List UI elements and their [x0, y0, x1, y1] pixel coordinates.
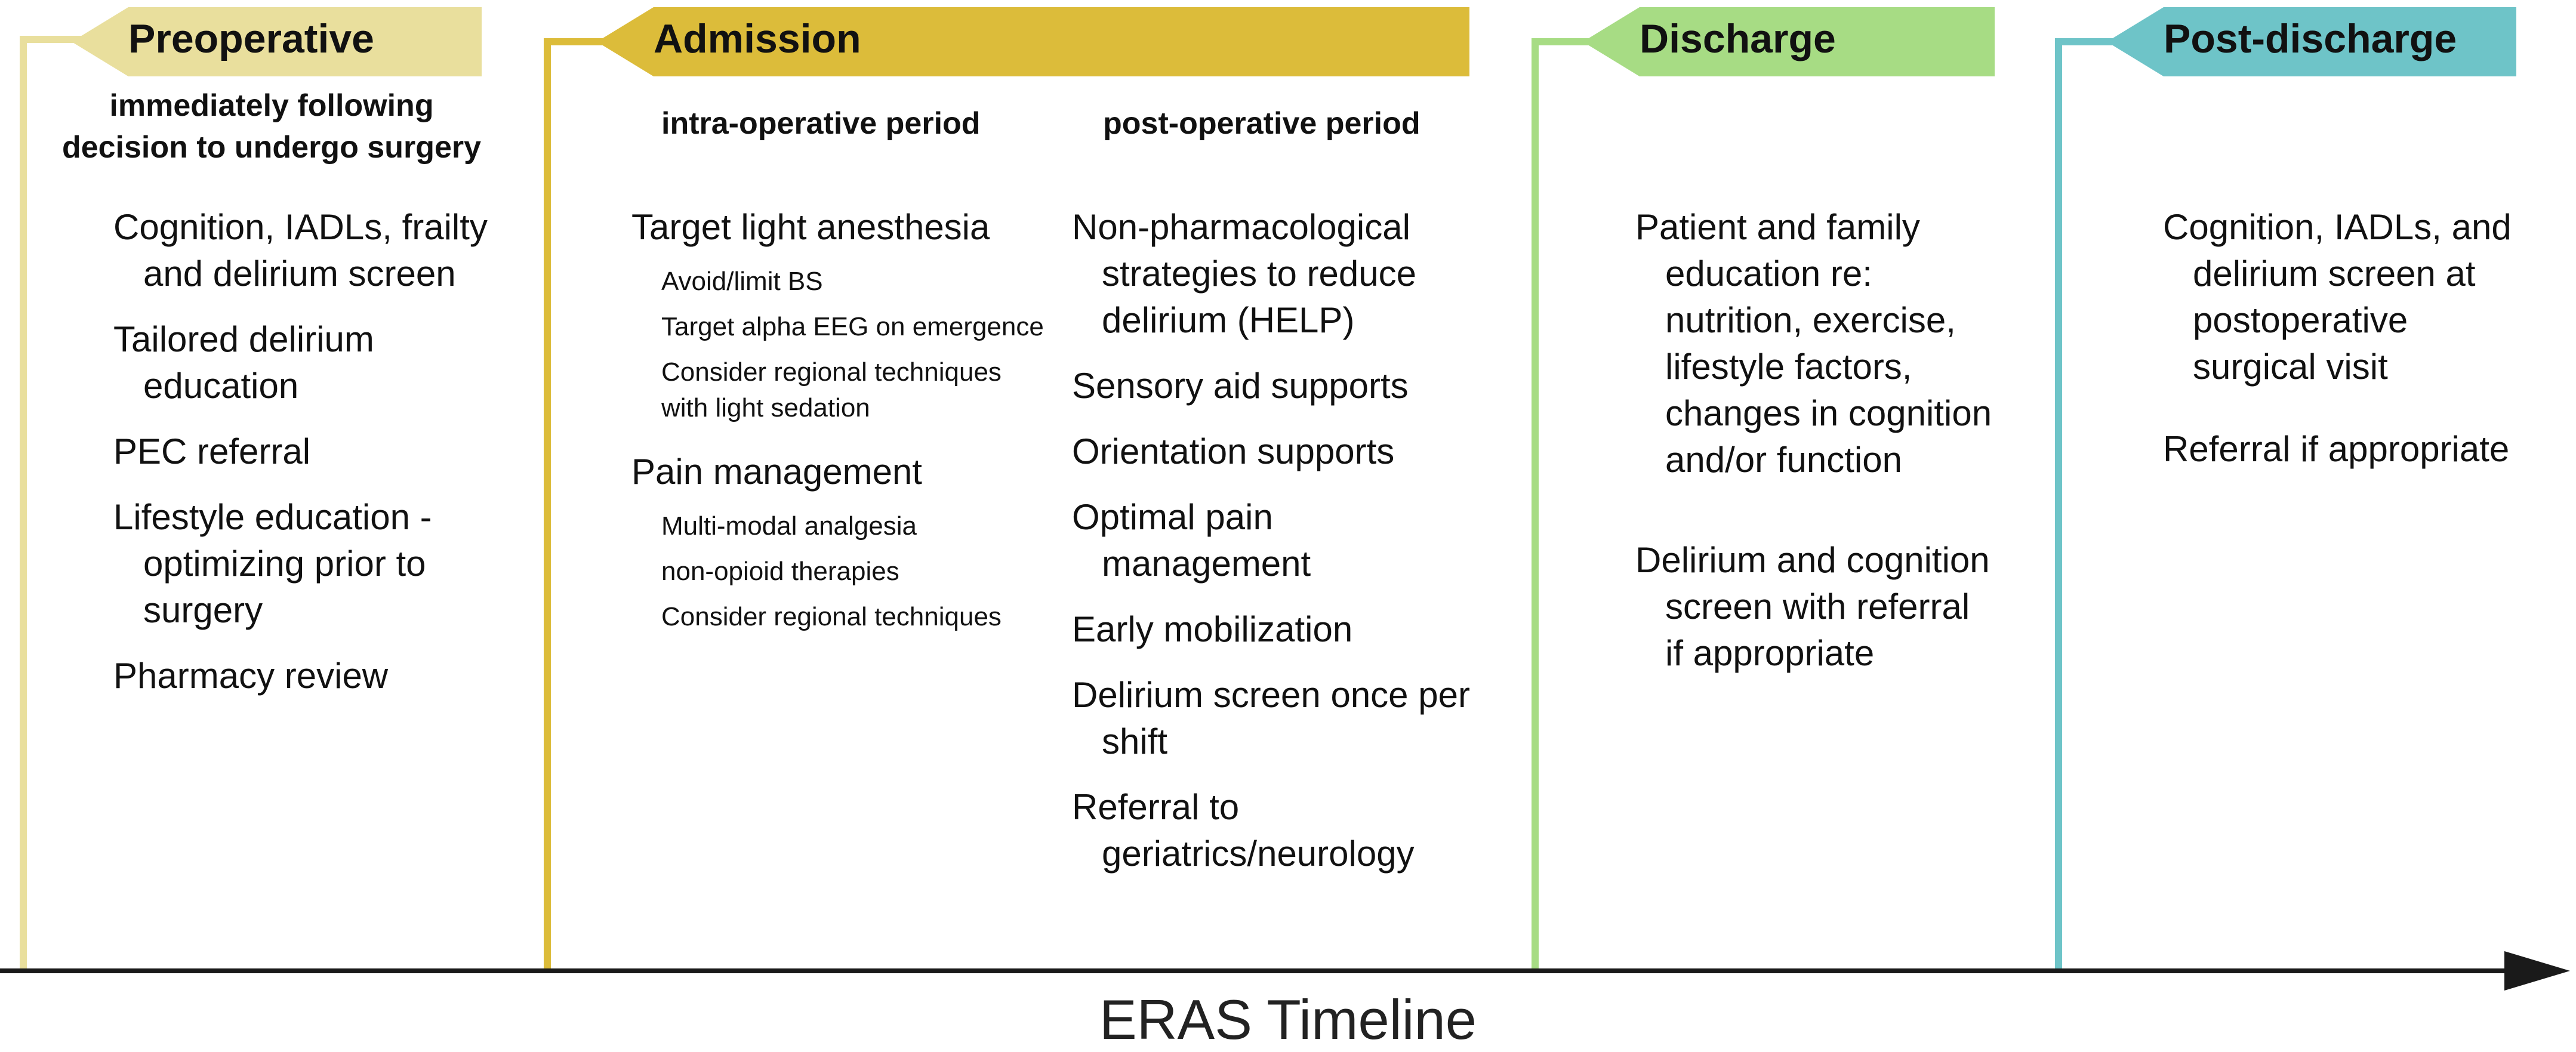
list-item: Non-pharmacological strategies to reduce… [1072, 207, 1416, 340]
admission-title: Admission [654, 16, 861, 61]
admission-marker-line [544, 38, 551, 970]
post-operative-subtitle: post-operative period [1103, 106, 1421, 141]
intra-group-heading: Pain management [631, 452, 922, 492]
discharge-items: Patient and family education re: nutriti… [1635, 204, 1993, 696]
list-item: Delirium screen once per shift [1072, 675, 1470, 761]
post-discharge-banner: Post-discharge [2107, 7, 2516, 76]
discharge-title: Discharge [1640, 16, 1836, 61]
preoperative-banner: Preoperative [72, 7, 482, 76]
list-item: Target alpha EEG on emergence [661, 312, 1044, 341]
intra-group-heading: Target light anesthesia [631, 207, 990, 247]
list-item: Optimal pain management [1072, 497, 1311, 584]
preoperative-subtitle: immediately following decision to underg… [61, 88, 482, 165]
list-item: Referral to geriatrics/neurology [1072, 787, 1415, 874]
list-item: Consider regional techniques with light … [661, 357, 1002, 422]
timeline-arrow-icon [2504, 951, 2570, 991]
discharge-marker-line [1532, 38, 1539, 970]
discharge-banner: Discharge [1583, 7, 1995, 76]
list-item: Patient and family education re: nutriti… [1635, 207, 1992, 480]
list-item: PEC referral [113, 431, 311, 471]
list-item: Sensory aid supports [1072, 366, 1409, 406]
intra-group-details: Multi-modal analgesia non-opioid therapi… [661, 508, 1049, 635]
list-item: Lifestyle education - optimizing prior t… [113, 497, 432, 630]
intra-group-details: Avoid/limit BS Target alpha EEG on emerg… [661, 264, 1049, 426]
post-operative-items: Non-pharmacological strategies to reduce… [1072, 204, 1478, 896]
preoperative-marker-line [20, 36, 27, 970]
list-item: Referral if appropriate [2163, 429, 2510, 469]
list-item: Cognition, IADLs, and delirium screen at… [2163, 207, 2512, 387]
list-item: Cognition, IADLs, frailty and delirium s… [113, 207, 488, 294]
post-discharge-items: Cognition, IADLs, and delirium screen at… [2163, 204, 2533, 492]
list-item: Early mobilization [1072, 609, 1353, 649]
preoperative-items: Cognition, IADLs, frailty and delirium s… [113, 204, 495, 718]
list-item: Pain management Multi-modal analgesia no… [631, 449, 1049, 635]
list-item: Target light anesthesia Avoid/limit BS T… [631, 204, 1049, 426]
list-item: Delirium and cognition screen with refer… [1635, 540, 1990, 673]
list-item: Orientation supports [1072, 431, 1395, 471]
list-item: Tailored delirium education [113, 319, 374, 406]
intra-operative-subtitle: intra-operative period [661, 106, 981, 141]
intra-operative-items: Target light anesthesia Avoid/limit BS T… [631, 204, 1049, 658]
timeline-title: ERAS Timeline [1099, 988, 1477, 1051]
list-item: Multi-modal analgesia [661, 511, 917, 541]
timeline-axis-line [0, 968, 2513, 973]
post-discharge-title: Post-discharge [2164, 16, 2457, 61]
post-discharge-marker-line [2055, 38, 2062, 970]
admission-banner: Admission [597, 7, 1469, 76]
list-item: Avoid/limit BS [661, 267, 823, 296]
list-item: Pharmacy review [113, 656, 389, 696]
list-item: Consider regional techniques [661, 602, 1002, 631]
list-item: non-opioid therapies [661, 557, 899, 586]
preoperative-title: Preoperative [128, 16, 374, 61]
